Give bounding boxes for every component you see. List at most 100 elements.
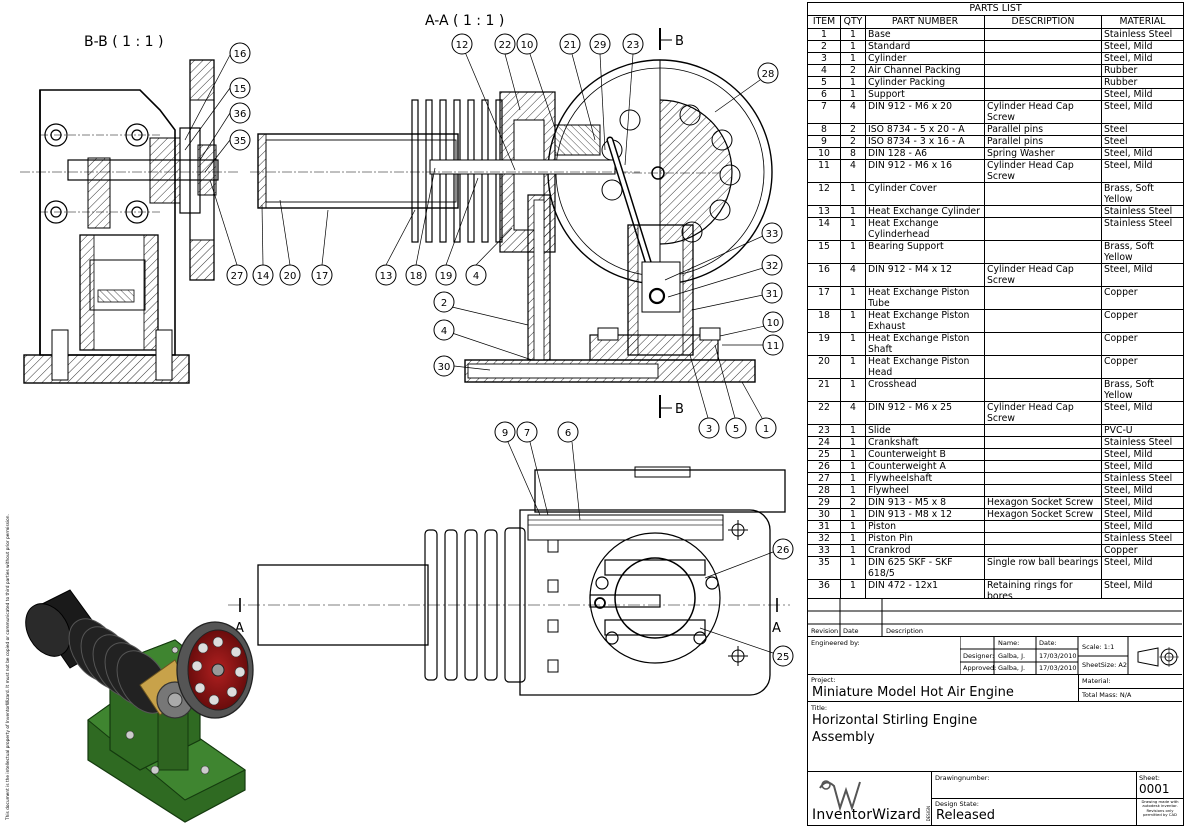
balloon: 13 bbox=[375, 209, 416, 286]
balloon: 26 bbox=[704, 538, 794, 579]
drawing-number-cell: Drawingnumber: Design State: Released bbox=[932, 772, 1136, 825]
material-cell: Steel, Mild bbox=[1101, 448, 1184, 461]
part-number-cell: Heat Exchange Cylinderhead bbox=[865, 217, 985, 241]
item-cell: 20 bbox=[807, 355, 841, 379]
description-cell bbox=[984, 40, 1102, 53]
part-number-cell: DIN 128 - A6 bbox=[865, 147, 985, 160]
item-cell: 21 bbox=[807, 378, 841, 402]
description-cell: Parallel pins bbox=[984, 135, 1102, 148]
part-number-cell: Flywheel bbox=[865, 484, 985, 497]
qty-cell: 1 bbox=[840, 217, 866, 241]
material-cell: Steel, Mild bbox=[1101, 40, 1184, 53]
item-cell: 27 bbox=[807, 472, 841, 485]
qty-cell: 1 bbox=[840, 544, 866, 557]
qty-cell: 1 bbox=[840, 309, 866, 333]
bottom-row: InventorWizard DESIGN Drawingnumber: Des… bbox=[808, 772, 1183, 825]
section-aa-view: A-A ( 1 : 1 ) B B bbox=[250, 13, 773, 418]
material-cell: Steel, Mild bbox=[1101, 52, 1184, 65]
description-cell bbox=[984, 378, 1102, 402]
part-number-cell: DIN 912 - M6 x 25 bbox=[865, 401, 985, 425]
date-label: Date bbox=[843, 627, 859, 635]
balloon: 15 bbox=[184, 77, 251, 151]
balloon: 9 bbox=[494, 421, 541, 516]
part-number-cell: ISO 8734 - 5 x 20 - A bbox=[865, 123, 985, 136]
item-cell: 11 bbox=[807, 159, 841, 183]
material-cell: Steel, Mild bbox=[1101, 556, 1184, 580]
description-cell: Cylinder Head Cap Screw bbox=[984, 159, 1102, 183]
part-number-cell: DIN 912 - M4 x 12 bbox=[865, 263, 985, 287]
title-block: Revision Date Description Engineered by:… bbox=[807, 598, 1184, 826]
section-bb-view: B-B ( 1 : 1 ) bbox=[20, 34, 240, 384]
balloon-number: 29 bbox=[594, 40, 607, 51]
balloon-number: 18 bbox=[410, 271, 423, 282]
part-number-cell: Slide bbox=[865, 424, 985, 437]
part-number-cell: Crankrod bbox=[865, 544, 985, 557]
balloon-number: 32 bbox=[766, 261, 779, 272]
logo-text: InventorWizard bbox=[812, 807, 922, 823]
qty-cell: 1 bbox=[840, 484, 866, 497]
item-cell: 30 bbox=[807, 508, 841, 521]
qty-cell: 1 bbox=[840, 88, 866, 101]
part-number-cell: Air Channel Packing bbox=[865, 64, 985, 77]
qty-cell: 2 bbox=[840, 496, 866, 509]
material-cell: Brass, Soft Yellow bbox=[1101, 240, 1184, 264]
qty-cell: 1 bbox=[840, 28, 866, 41]
balloon-number: 10 bbox=[767, 318, 780, 329]
part-number-cell: Heat Exchange Piston Head bbox=[865, 355, 985, 379]
material-cell: Copper bbox=[1101, 309, 1184, 333]
part-number-cell: Piston bbox=[865, 520, 985, 533]
balloon-number: 16 bbox=[234, 49, 247, 60]
item-cell: 2 bbox=[807, 40, 841, 53]
qty-cell: 4 bbox=[840, 401, 866, 425]
description-cell bbox=[984, 472, 1102, 485]
drawing-number-label: Drawingnumber: bbox=[935, 774, 990, 782]
description-cell bbox=[984, 28, 1102, 41]
item-cell: 9 bbox=[807, 135, 841, 148]
part-number-cell: Base bbox=[865, 28, 985, 41]
description-cell: Hexagon Socket Screw bbox=[984, 508, 1102, 521]
balloon: 28 bbox=[714, 62, 779, 113]
item-cell: 6 bbox=[807, 88, 841, 101]
balloon: 2 bbox=[433, 291, 529, 326]
part-number-cell: Heat Exchange Piston Tube bbox=[865, 286, 985, 310]
part-number-cell: Counterweight B bbox=[865, 448, 985, 461]
qty-cell: 2 bbox=[840, 123, 866, 136]
material-cell: Stainless Steel bbox=[1101, 436, 1184, 449]
item-cell: 12 bbox=[807, 182, 841, 206]
material-cell: Steel, Mild bbox=[1101, 520, 1184, 533]
balloon: 16 bbox=[184, 42, 251, 141]
material-divider bbox=[1079, 688, 1183, 689]
designer-label: Designer: bbox=[963, 652, 995, 660]
balloon-number: 3 bbox=[706, 424, 712, 435]
description-cell bbox=[984, 332, 1102, 356]
cut-label-a-left: A bbox=[235, 621, 244, 636]
total-mass-label: Total Mass: N/A bbox=[1082, 691, 1132, 699]
date2-label: Date: bbox=[1039, 639, 1057, 647]
drawing-number-divider bbox=[932, 798, 1136, 799]
balloons-aa: 12 22 10 21 29 23 28 13 18 19 4 2 4 30 3… bbox=[375, 33, 784, 439]
balloon: 5 bbox=[714, 344, 747, 439]
projection-symbol-icon bbox=[1137, 647, 1179, 667]
balloon-number: 26 bbox=[777, 545, 790, 556]
material-cell: Stainless Steel bbox=[1101, 472, 1184, 485]
balloon-number: 28 bbox=[762, 69, 775, 80]
section-aa-title: A-A ( 1 : 1 ) bbox=[425, 13, 504, 29]
balloon-number: 10 bbox=[521, 40, 534, 51]
material-cell: Rubber bbox=[1101, 76, 1184, 89]
part-number-cell: Heat Exchange Piston Shaft bbox=[865, 332, 985, 356]
balloon: 12 bbox=[451, 33, 516, 171]
approved-date: 17/03/2010 bbox=[1039, 664, 1077, 672]
material-label: Material: bbox=[1082, 677, 1111, 685]
balloon: 23 bbox=[622, 33, 644, 166]
description-cell bbox=[984, 76, 1102, 89]
qty-cell: 1 bbox=[840, 240, 866, 264]
description-cell bbox=[984, 436, 1102, 449]
qty-cell: 1 bbox=[840, 378, 866, 402]
